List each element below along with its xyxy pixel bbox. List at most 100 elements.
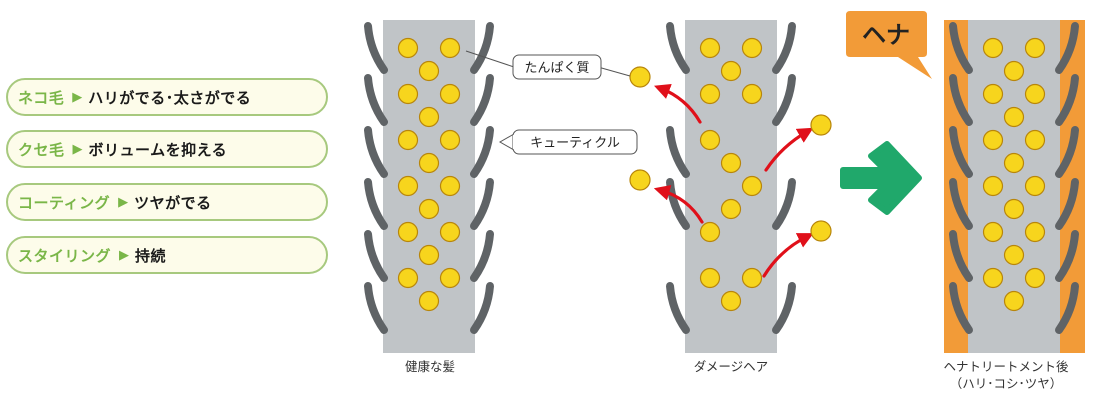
- red-arrow-icon: [653, 184, 704, 224]
- protein-dot: [982, 37, 1004, 59]
- protein-dot: [1003, 244, 1025, 266]
- cuticle-scale: [1055, 22, 1079, 74]
- cuticle-scale: [364, 230, 388, 282]
- cuticle-scale: [949, 282, 973, 334]
- protein-dot: [397, 37, 419, 59]
- protein-dot: [439, 83, 461, 105]
- benefit-effect: ボリュームを抑える: [88, 140, 228, 159]
- caption-after-line1: ヘナトリートメント後: [943, 359, 1069, 374]
- cuticle-scale: [949, 74, 973, 126]
- protein-dot: [418, 290, 440, 312]
- benefit-pill-coating: コーティング ▶ ツヤがでる: [6, 183, 328, 221]
- protein-dot: [741, 175, 763, 197]
- benefit-label: クセ毛: [18, 140, 65, 159]
- escaped-protein-dot: [810, 114, 832, 136]
- protein-dot: [741, 37, 763, 59]
- triangle-arrow-icon: ▶: [119, 247, 130, 263]
- benefit-effect: 持続: [135, 246, 167, 265]
- cuticle-scale: [666, 126, 690, 178]
- benefit-pill-kuse: クセ毛 ▶ ボリュームを抑える: [6, 130, 328, 168]
- protein-dot: [418, 60, 440, 82]
- protein-dot: [720, 152, 742, 174]
- protein-dot: [1024, 83, 1046, 105]
- caption-after-line2: （ハリ･コシ･ツヤ）: [949, 376, 1063, 391]
- protein-dot: [982, 83, 1004, 105]
- protein-dot: [1024, 221, 1046, 243]
- cuticle-scale: [772, 178, 796, 230]
- cuticle-scale: [364, 126, 388, 178]
- benefit-label: スタイリング: [18, 246, 112, 265]
- protein-dot: [720, 198, 742, 220]
- protein-dot: [439, 175, 461, 197]
- protein-dot: [397, 267, 419, 289]
- protein-dot: [418, 106, 440, 128]
- cuticle-scale: [1055, 74, 1079, 126]
- benefit-label: コーティング: [18, 193, 111, 212]
- caption-damaged: ダメージヘア: [693, 359, 769, 374]
- protein-callout: たんぱく質: [465, 50, 631, 80]
- protein-dot: [982, 129, 1004, 151]
- protein-dot: [397, 83, 419, 105]
- protein-dot: [418, 244, 440, 266]
- protein-dot: [982, 267, 1004, 289]
- protein-dot: [699, 37, 721, 59]
- triangle-arrow-icon: ▶: [118, 194, 129, 210]
- protein-dot: [699, 129, 721, 151]
- protein-dot: [1003, 152, 1025, 174]
- protein-dot: [1003, 290, 1025, 312]
- triangle-arrow-icon: ▶: [72, 141, 83, 157]
- red-arrow-icon: [764, 127, 814, 172]
- protein-dot: [699, 267, 721, 289]
- cuticle-scale: [470, 22, 494, 74]
- cuticle-callout-text: キューティクル: [530, 136, 620, 151]
- protein-dot: [439, 267, 461, 289]
- protein-dot: [741, 83, 763, 105]
- cuticle-scale: [364, 74, 388, 126]
- cuticle-scale: [470, 282, 494, 334]
- protein-dot: [982, 175, 1004, 197]
- cuticle-scale: [1055, 282, 1079, 334]
- cuticle-callout: キューティクル: [498, 129, 638, 155]
- protein-dot: [418, 198, 440, 220]
- protein-dot: [1024, 267, 1046, 289]
- escaped-protein-dot: [810, 220, 832, 242]
- protein-dot: [439, 129, 461, 151]
- cuticle-scale: [666, 178, 690, 230]
- cuticle-scale: [470, 74, 494, 126]
- red-arrow-icon: [762, 233, 814, 278]
- cuticle-scale: [364, 22, 388, 74]
- protein-dot: [1024, 175, 1046, 197]
- protein-callout-text: たんぱく質: [524, 61, 589, 76]
- benefit-pill-neko: ネコ毛 ▶ ハリがでる･太さがでる: [6, 78, 328, 116]
- cuticle-scale: [666, 282, 690, 334]
- protein-dot: [699, 221, 721, 243]
- escaped-protein-dot: [629, 169, 651, 191]
- protein-dot: [982, 221, 1004, 243]
- triangle-arrow-icon: ▶: [72, 89, 83, 105]
- cuticle-scale: [772, 22, 796, 74]
- benefit-effect: ハリがでる･太さがでる: [88, 88, 252, 107]
- benefit-pill-styling: スタイリング ▶ 持続: [6, 236, 328, 274]
- protein-dot: [720, 60, 742, 82]
- cuticle-scale: [949, 22, 973, 74]
- cuticle-scale: [666, 22, 690, 74]
- cuticle-scale: [949, 230, 973, 282]
- benefit-label: ネコ毛: [18, 88, 65, 107]
- caption-after: ヘナトリートメント後 （ハリ･コシ･ツヤ）: [918, 358, 1094, 392]
- protein-dot: [439, 221, 461, 243]
- protein-dot: [397, 129, 419, 151]
- protein-dot: [418, 152, 440, 174]
- benefit-effect: ツヤがでる: [134, 193, 212, 212]
- protein-dot: [397, 221, 419, 243]
- protein-dot: [1024, 37, 1046, 59]
- cuticle-scale: [949, 178, 973, 230]
- cuticle-scale: [1055, 230, 1079, 282]
- cuticle-scale: [1055, 178, 1079, 230]
- protein-dot: [699, 83, 721, 105]
- cuticle-scale: [470, 126, 494, 178]
- caption-healthy: 健康な髪: [404, 359, 455, 374]
- cuticle-scale: [949, 126, 973, 178]
- cuticle-scale: [364, 178, 388, 230]
- protein-dot: [1003, 198, 1025, 220]
